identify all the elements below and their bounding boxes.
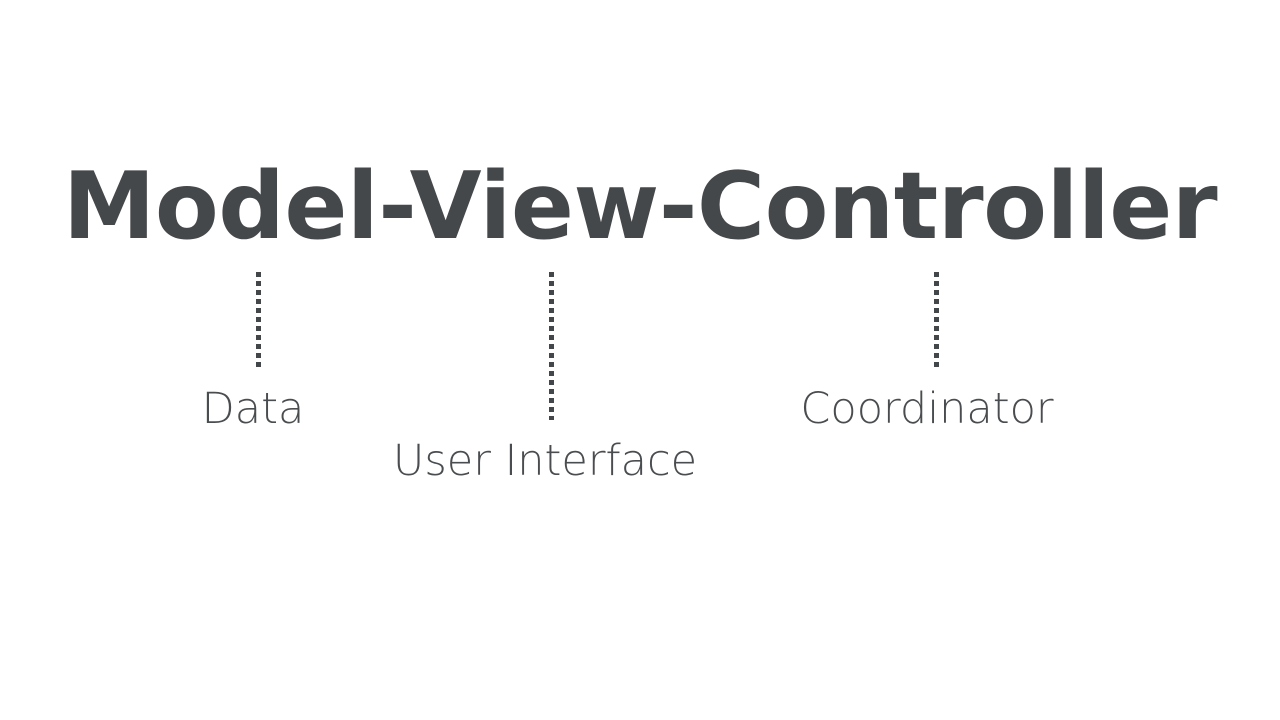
connector-line-controller	[934, 272, 939, 367]
connector-line-model	[256, 272, 261, 367]
sublabel-model: Data	[201, 384, 305, 434]
sublabel-view: User Interface	[392, 436, 698, 486]
page-title: Model-View-Controller	[62, 152, 1218, 260]
connector-line-view	[549, 272, 554, 420]
sublabel-controller: Coordinator	[800, 384, 1054, 434]
